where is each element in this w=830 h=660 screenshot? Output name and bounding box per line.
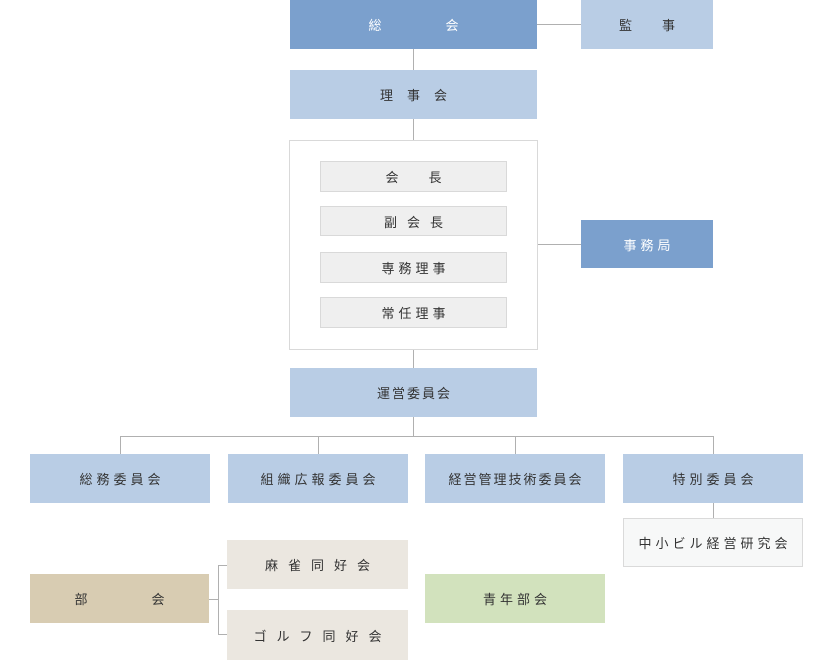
subcommittee-box: 部会 bbox=[30, 574, 209, 623]
connector-bracket-mahjong bbox=[218, 565, 227, 566]
officer-executive-director-box: 専務理事 bbox=[320, 252, 507, 283]
connector-bus-committee-2 bbox=[318, 436, 319, 454]
connector-officers-unei bbox=[413, 350, 414, 368]
officer-vice-president-box: 副会長 bbox=[320, 206, 507, 236]
golf-club-box: ゴルフ同好会 bbox=[227, 610, 408, 660]
youth-division-box: 青年部会 bbox=[425, 574, 605, 623]
committee-org-pr-box: 組織広報委員会 bbox=[228, 454, 408, 503]
committee-general-affairs-box: 総務委員会 bbox=[30, 454, 210, 503]
connector-special-research bbox=[713, 503, 714, 518]
committee-special-box: 特別委員会 bbox=[623, 454, 803, 503]
connector-bracket-vertical bbox=[218, 565, 219, 634]
connector-bus-committee-1 bbox=[120, 436, 121, 454]
steering-committee-box: 運営委員会 bbox=[290, 368, 537, 417]
connector-rijikai-officers bbox=[413, 119, 414, 140]
auditor-box: 監事 bbox=[581, 0, 713, 49]
connector-soukai-kanji bbox=[537, 24, 581, 25]
connector-bus-committee-3 bbox=[515, 436, 516, 454]
officer-standing-director-box: 常任理事 bbox=[320, 297, 507, 328]
connector-unei-bus bbox=[413, 417, 414, 436]
connector-bukai-bracket bbox=[209, 599, 218, 600]
committee-bus-line bbox=[120, 436, 713, 437]
connector-officers-jimukyoku bbox=[537, 244, 581, 245]
board-of-directors-box: 理事会 bbox=[290, 70, 537, 119]
secretariat-box: 事務局 bbox=[581, 220, 713, 268]
connector-soukai-rijikai bbox=[413, 49, 414, 70]
committee-management-tech-box: 経営管理技術委員会 bbox=[425, 454, 605, 503]
mahjong-club-box: 麻雀同好会 bbox=[227, 540, 408, 589]
general-assembly-box: 総会 bbox=[290, 0, 537, 49]
connector-bracket-golf bbox=[218, 634, 227, 635]
connector-bus-committee-4 bbox=[713, 436, 714, 454]
small-building-research-box: 中小ビル経営研究会 bbox=[623, 518, 803, 567]
officer-president-box: 会長 bbox=[320, 161, 507, 192]
